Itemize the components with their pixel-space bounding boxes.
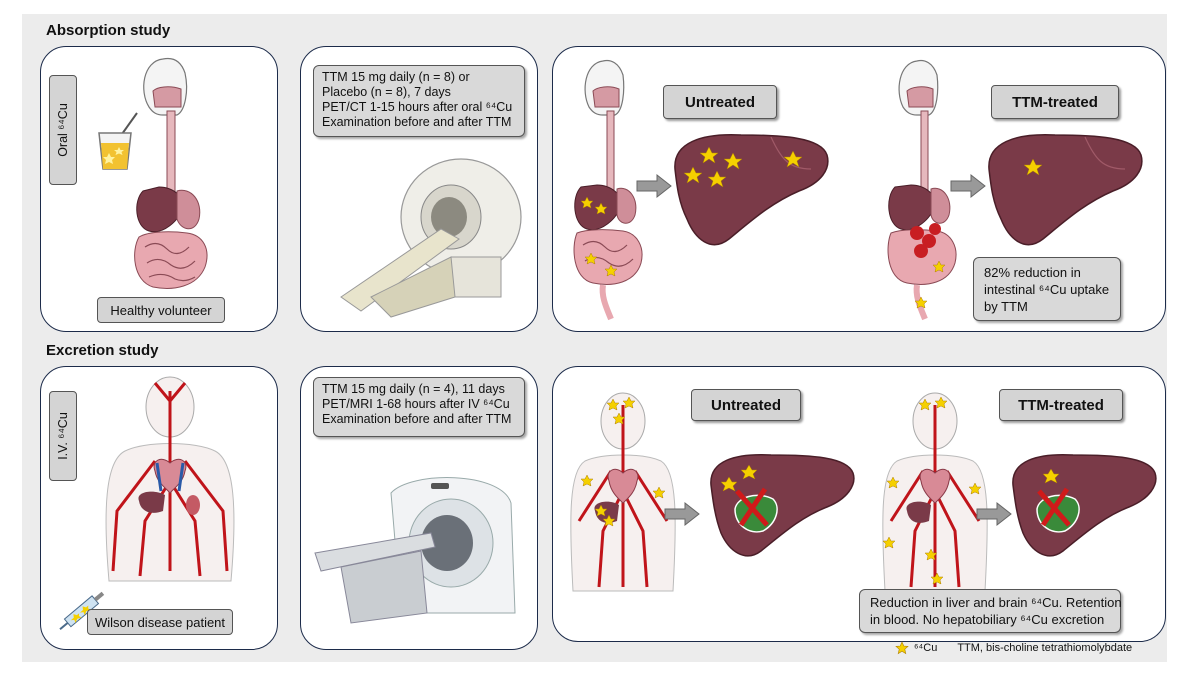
legend: ⁶⁴Cu TTM, bis-choline tetrathiomolybdate	[895, 641, 1133, 655]
star-icon	[1023, 158, 1043, 176]
healthy-volunteer-label: Healthy volunteer	[97, 297, 225, 323]
liver-icon	[988, 134, 1143, 246]
excretion-protocol-box: TTM 15 mg daily (n = 4), 11 days PET/MRI…	[313, 377, 525, 437]
absorption-result-line-1: 82% reduction in	[984, 265, 1081, 280]
absorption-result-box: 82% reduction in intestinal ⁶⁴Cu uptake …	[973, 257, 1121, 321]
liver-icon	[710, 453, 855, 557]
absorption-protocol-line-4: Examination before and after TTM	[322, 115, 512, 129]
absorption-results-panel: Untreated TTM-treated	[552, 46, 1166, 332]
absorption-treated-label: TTM-treated	[991, 85, 1119, 119]
arrow-right-icon	[950, 173, 986, 199]
excretion-results-panel: Untreated TTM-treated	[552, 366, 1166, 642]
excretion-result-line-1: Reduction in liver and brain ⁶⁴Cu. Reten…	[870, 595, 1122, 610]
oral-cu-label: Oral ⁶⁴Cu	[49, 75, 77, 185]
arrow-right-icon	[664, 501, 700, 527]
absorption-result-line-3: by TTM	[984, 299, 1028, 314]
excretion-title: Excretion study	[46, 342, 159, 359]
syringe-icon	[59, 591, 105, 631]
star-icon	[895, 641, 909, 655]
star-icon	[683, 146, 803, 188]
absorption-title: Absorption study	[46, 22, 171, 39]
arrow-right-icon	[636, 173, 672, 199]
legend-ttm-text: TTM, bis-choline tetrathiomolybdate	[957, 642, 1133, 654]
excretion-patient-panel: I.V. ⁶⁴Cu Wilson disease patient	[40, 366, 278, 650]
human-vascular-icon	[882, 392, 988, 592]
absorption-untreated-label: Untreated	[663, 85, 777, 119]
human-digestive-icon	[887, 59, 957, 321]
excretion-protocol-line-2: PET/MRI 1-68 hours after IV ⁶⁴Cu	[322, 397, 510, 411]
human-digestive-icon	[573, 59, 643, 321]
star-icon	[1042, 468, 1060, 484]
liver-icon	[1012, 453, 1157, 557]
absorption-protocol-line-2: Placebo (n = 8), 7 days	[322, 85, 451, 99]
arrow-right-icon	[976, 501, 1012, 527]
excretion-protocol-line-3: Examination before and after TTM	[322, 412, 512, 426]
excretion-protocol-line-1: TTM 15 mg daily (n = 4), 11 days	[322, 382, 505, 396]
human-digestive-icon	[134, 57, 208, 289]
excretion-result-box: Reduction in liver and brain ⁶⁴Cu. Reten…	[859, 589, 1122, 633]
mri-scanner-icon	[314, 477, 516, 624]
excretion-result-line-2: in blood. No hepatobiliary ⁶⁴Cu excretio…	[870, 612, 1105, 627]
absorption-result-line-2: intestinal ⁶⁴Cu uptake	[984, 282, 1110, 297]
human-vascular-icon	[570, 392, 676, 592]
wilson-patient-label: Wilson disease patient	[87, 609, 233, 635]
liver-icon	[674, 134, 829, 246]
absorption-protocol-line-1: TTM 15 mg daily (n = 8) or	[322, 70, 470, 84]
ct-scanner-icon	[340, 158, 522, 318]
legend-star-label: ⁶⁴Cu	[914, 642, 938, 654]
human-vascular-icon	[105, 376, 235, 582]
absorption-protocol-box: TTM 15 mg daily (n = 8) or Placebo (n = …	[313, 65, 525, 137]
absorption-protocol-panel: TTM 15 mg daily (n = 8) or Placebo (n = …	[300, 46, 538, 332]
excretion-untreated-label: Untreated	[691, 389, 801, 421]
absorption-volunteer-panel: Oral ⁶⁴Cu Healthy volunteer	[40, 46, 278, 332]
absorption-protocol-line-3: PET/CT 1-15 hours after oral ⁶⁴Cu	[322, 100, 513, 114]
excretion-protocol-panel: TTM 15 mg daily (n = 4), 11 days PET/MRI…	[300, 366, 538, 650]
excretion-treated-label: TTM-treated	[999, 389, 1123, 421]
cup-icon	[98, 112, 138, 170]
iv-cu-label: I.V. ⁶⁴Cu	[49, 391, 77, 481]
